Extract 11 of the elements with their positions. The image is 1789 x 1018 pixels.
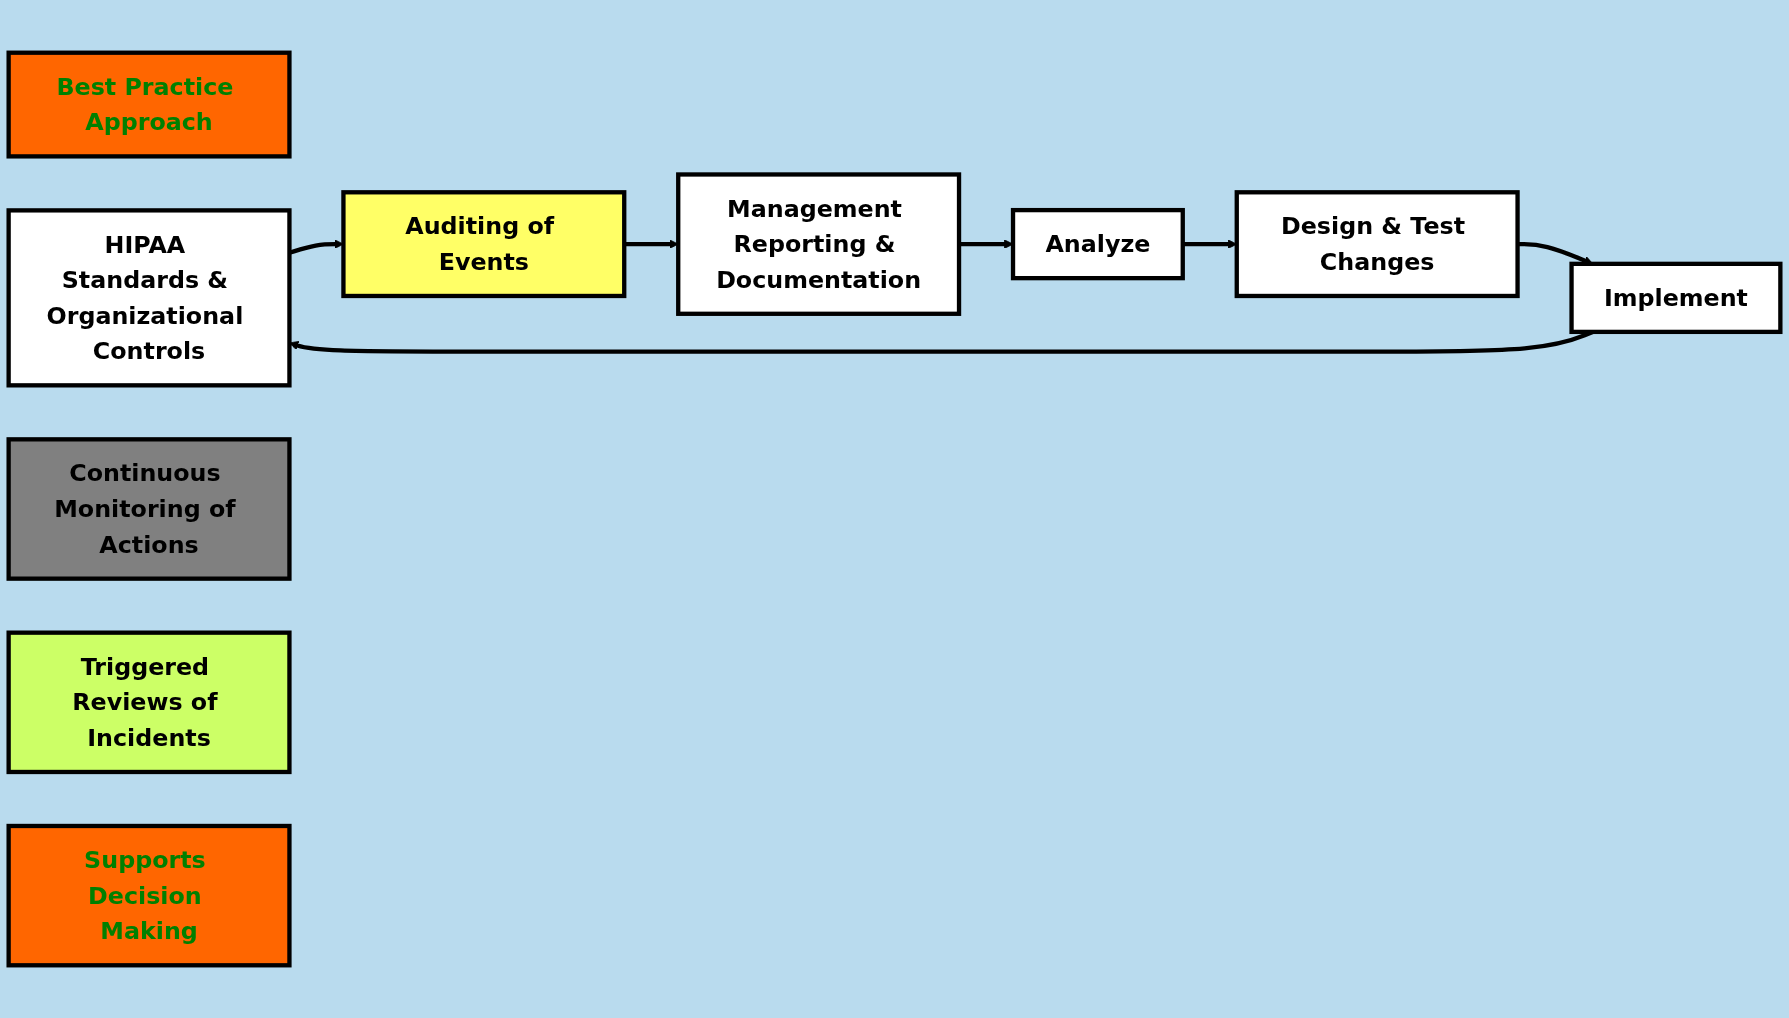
node-box: Triggered Reviews of Incidents bbox=[6, 630, 292, 775]
node-box: Analyze bbox=[1010, 207, 1185, 281]
node-box: HIPAA Standards & Organizational Controls bbox=[6, 208, 292, 388]
node-box: Best Practice Approach bbox=[6, 50, 292, 159]
node-box: Design & Test Changes bbox=[1234, 190, 1520, 299]
node-box: Auditing of Events bbox=[341, 190, 627, 299]
arrow bbox=[959, 239, 1014, 249]
node-box: Management Reporting & Documentation bbox=[676, 172, 962, 316]
node-box: Supports Decision Making bbox=[6, 823, 292, 968]
node-box: Continuous Monitoring of Actions bbox=[6, 437, 292, 581]
node-box: Implement bbox=[1569, 261, 1783, 335]
